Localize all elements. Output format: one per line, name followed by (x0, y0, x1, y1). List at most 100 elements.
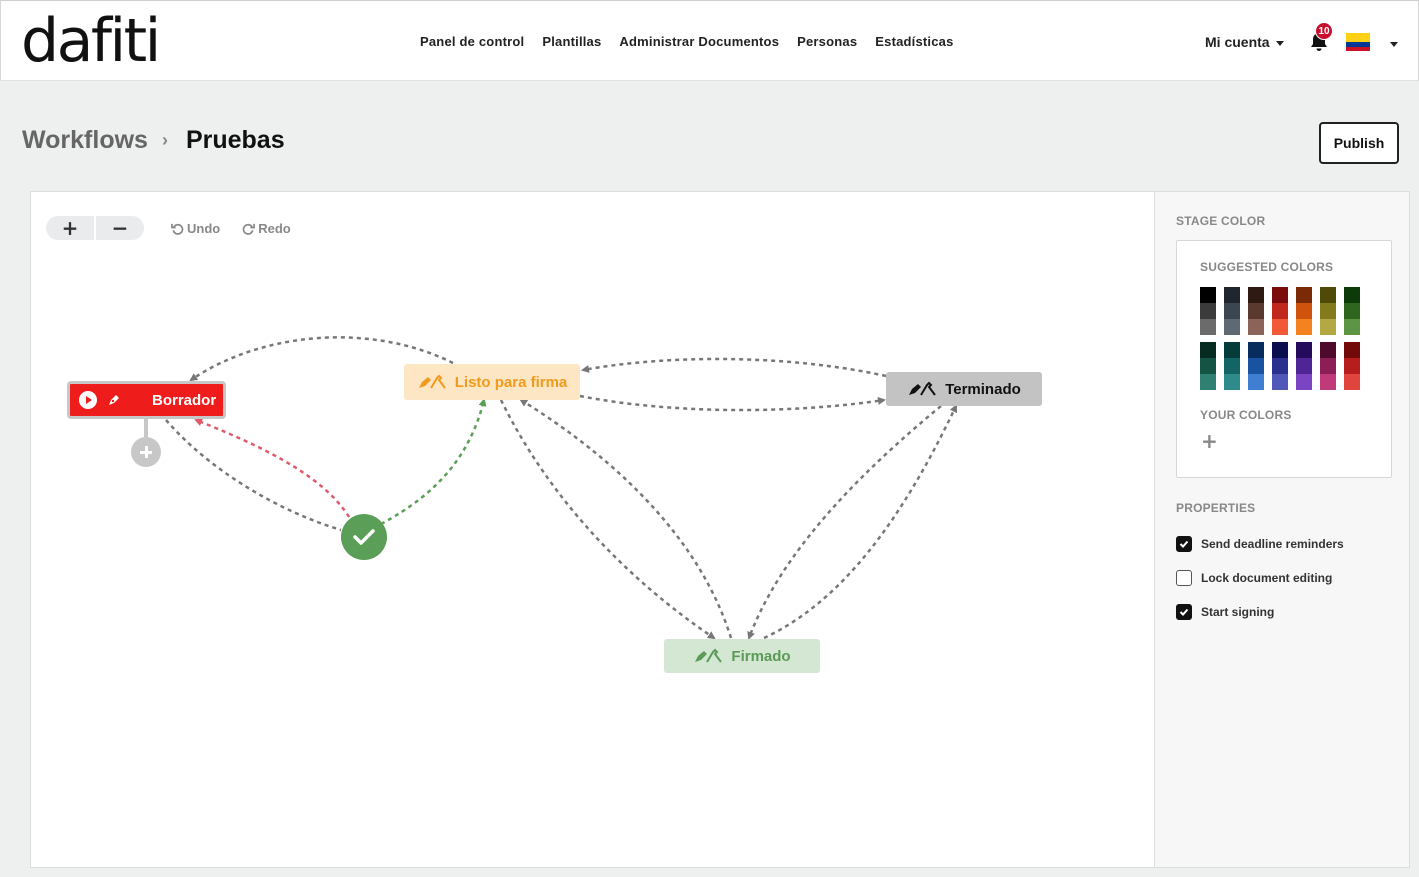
chevron-right-icon: › (161, 130, 168, 150)
stage-firmado[interactable]: Firmado (664, 639, 820, 673)
checkbox[interactable] (1176, 570, 1192, 586)
color-swatch-shade[interactable] (1248, 319, 1264, 335)
color-swatch-shade[interactable] (1200, 374, 1216, 390)
color-swatch[interactable] (1200, 287, 1216, 335)
color-swatch[interactable] (1272, 342, 1288, 390)
color-swatch[interactable] (1296, 342, 1312, 390)
arrow-listo-to-firmado (499, 399, 716, 640)
checkmark-icon (1179, 540, 1189, 548)
undo-icon (171, 223, 184, 235)
color-swatch-shade[interactable] (1224, 319, 1240, 335)
breadcrumb-workflows[interactable]: Workflows (22, 126, 148, 154)
color-swatch[interactable] (1224, 287, 1240, 335)
color-swatch[interactable] (1320, 287, 1336, 335)
account-menu[interactable]: Mi cuenta (1205, 34, 1284, 50)
color-swatch-shade[interactable] (1296, 303, 1312, 319)
color-swatch-shade[interactable] (1320, 342, 1336, 358)
color-swatch[interactable] (1344, 287, 1360, 335)
color-swatch[interactable] (1272, 287, 1288, 335)
color-swatch-shade[interactable] (1344, 303, 1360, 319)
color-swatch[interactable] (1320, 342, 1336, 390)
color-swatch-shade[interactable] (1272, 319, 1288, 335)
property-lock-document-editing[interactable]: Lock document editing (1176, 570, 1332, 586)
color-swatch-shade[interactable] (1296, 319, 1312, 335)
color-swatch-shade[interactable] (1320, 287, 1336, 303)
color-swatch-shade[interactable] (1344, 287, 1360, 303)
color-swatch-shade[interactable] (1248, 342, 1264, 358)
nav-estadisticas[interactable]: Estadísticas (875, 34, 954, 49)
stage-terminado[interactable]: Terminado (886, 372, 1042, 406)
checkbox[interactable] (1176, 536, 1192, 552)
color-swatch-shade[interactable] (1296, 358, 1312, 374)
color-swatch[interactable] (1296, 287, 1312, 335)
color-swatch[interactable] (1344, 342, 1360, 390)
color-swatch-shade[interactable] (1248, 303, 1264, 319)
color-swatch-shade[interactable] (1296, 287, 1312, 303)
color-swatch-shade[interactable] (1296, 342, 1312, 358)
color-swatch-shade[interactable] (1248, 358, 1264, 374)
stage-label: Listo para firma (454, 373, 568, 391)
arrow-terminado-to-firmado (747, 405, 942, 640)
nav-panel-de-control[interactable]: Panel de control (420, 34, 525, 49)
zoom-out-button[interactable]: − (96, 216, 144, 240)
suggested-colors-row (1200, 287, 1360, 335)
color-swatch-shade[interactable] (1320, 303, 1336, 319)
property-send-deadline-reminders[interactable]: Send deadline reminders (1176, 536, 1344, 552)
redo-button[interactable]: Redo (242, 221, 291, 236)
undo-button[interactable]: Undo (171, 221, 220, 236)
workflow-canvas[interactable]: + − Undo Redo (30, 191, 1155, 868)
color-swatch-shade[interactable] (1344, 374, 1360, 390)
color-swatch-shade[interactable] (1224, 374, 1240, 390)
property-start-signing[interactable]: Start signing (1176, 604, 1274, 620)
color-swatch-shade[interactable] (1200, 287, 1216, 303)
color-swatch-shade[interactable] (1320, 358, 1336, 374)
dafiti-logo[interactable]: dafiti (21, 6, 161, 76)
color-swatch-shade[interactable] (1272, 374, 1288, 390)
color-swatch[interactable] (1224, 342, 1240, 390)
checkbox[interactable] (1176, 604, 1192, 620)
nav-personas[interactable]: Personas (797, 34, 858, 49)
color-swatch-shade[interactable] (1224, 342, 1240, 358)
color-swatch-shade[interactable] (1320, 319, 1336, 335)
color-swatch-shade[interactable] (1200, 303, 1216, 319)
color-swatch-shade[interactable] (1272, 342, 1288, 358)
add-color-button[interactable]: + (1201, 429, 1218, 453)
suggested-colors-title: SUGGESTED COLORS (1200, 260, 1334, 274)
color-swatch-shade[interactable] (1224, 303, 1240, 319)
arrow-listo-to-terminado (579, 394, 886, 412)
zoom-in-button[interactable]: + (46, 216, 94, 240)
color-swatch-shade[interactable] (1224, 287, 1240, 303)
notification-badge: 10 (1315, 22, 1333, 40)
color-swatch-shade[interactable] (1200, 358, 1216, 374)
color-swatch-shade[interactable] (1344, 342, 1360, 358)
nav-administrar-documentos[interactable]: Administrar Documentos (619, 34, 780, 49)
color-swatch-shade[interactable] (1248, 374, 1264, 390)
color-swatch-shade[interactable] (1272, 287, 1288, 303)
color-swatch-shade[interactable] (1200, 342, 1216, 358)
color-swatch[interactable] (1248, 342, 1264, 390)
color-swatch-shade[interactable] (1224, 358, 1240, 374)
stage-borrador[interactable]: Borrador (67, 381, 226, 419)
color-swatch-shade[interactable] (1320, 374, 1336, 390)
color-swatch-shade[interactable] (1248, 287, 1264, 303)
color-swatch-shade[interactable] (1272, 303, 1288, 319)
approval-node[interactable] (341, 514, 387, 560)
check-icon (353, 529, 375, 545)
checkmark-icon (1179, 608, 1189, 616)
add-stage-button[interactable] (131, 437, 161, 467)
stage-listo-para-firma[interactable]: Listo para firma (404, 364, 580, 400)
flag-colombia-icon[interactable] (1346, 33, 1370, 51)
language-chevron-down-icon[interactable] (1390, 42, 1398, 47)
color-swatch-shade[interactable] (1344, 358, 1360, 374)
color-swatch-shade[interactable] (1344, 319, 1360, 335)
arrow-borrador-to-check (165, 419, 342, 532)
color-swatch-shade[interactable] (1272, 358, 1288, 374)
color-swatch-shade[interactable] (1200, 319, 1216, 335)
arrow-check-to-borrador (194, 418, 351, 518)
stage-label: Terminado (945, 380, 1021, 398)
nav-plantillas[interactable]: Plantillas (542, 34, 602, 49)
color-swatch[interactable] (1200, 342, 1216, 390)
color-swatch-shade[interactable] (1296, 374, 1312, 390)
publish-button[interactable]: Publish (1319, 122, 1399, 164)
color-swatch[interactable] (1248, 287, 1264, 335)
